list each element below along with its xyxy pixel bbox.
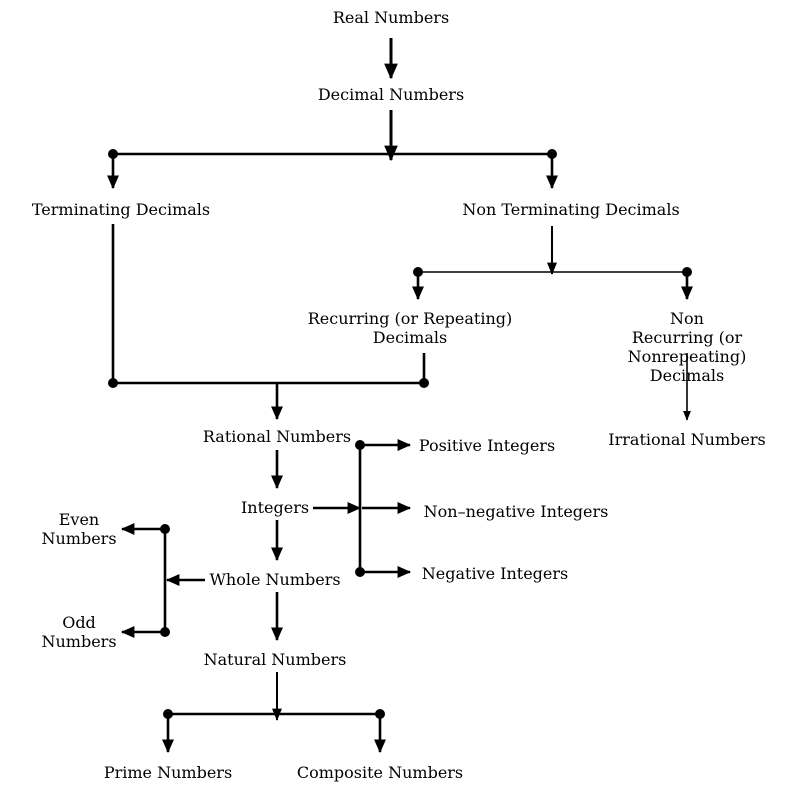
junction-dot-parity-bottom — [160, 627, 170, 637]
junction-dot-sign-top — [355, 440, 365, 450]
node-non-recurring-decimals: Non Recurring (or Nonrepeating) Decimals — [627, 309, 747, 385]
junction-dot-split2-left — [413, 267, 423, 277]
node-recurring-decimals: Recurring (or Repeating) Decimals — [307, 309, 513, 347]
node-real-numbers: Real Numbers — [332, 8, 450, 27]
junction-dot-parity-top — [160, 524, 170, 534]
node-rational-numbers: Rational Numbers — [202, 427, 352, 446]
node-even-numbers: Even Numbers — [41, 510, 117, 548]
junction-dots — [108, 149, 692, 719]
node-odd-numbers: Odd Numbers — [41, 613, 117, 651]
junction-dot-sign-bottom — [355, 567, 365, 577]
junction-dot-merge-left — [108, 378, 118, 388]
node-integers: Integers — [240, 498, 310, 517]
node-non-terminating-decimals: Non Terminating Decimals — [462, 200, 680, 219]
node-positive-integers: Positive Integers — [418, 436, 556, 455]
node-irrational-numbers: Irrational Numbers — [608, 430, 766, 449]
node-negative-integers: Negative Integers — [421, 564, 569, 583]
node-composite-numbers: Composite Numbers — [296, 763, 464, 782]
junction-dot-bottom-right — [375, 709, 385, 719]
node-terminating-decimals: Terminating Decimals — [31, 200, 211, 219]
junction-dot-split1-left — [108, 149, 118, 159]
junction-dot-split1-right — [547, 149, 557, 159]
junction-dot-merge-right — [419, 378, 429, 388]
node-prime-numbers: Prime Numbers — [103, 763, 233, 782]
node-natural-numbers: Natural Numbers — [203, 650, 347, 669]
node-decimal-numbers: Decimal Numbers — [317, 85, 465, 104]
junction-dot-split2-right — [682, 267, 692, 277]
node-non-negative-integers: Non–negative Integers — [423, 502, 609, 521]
junction-dot-bottom-left — [163, 709, 173, 719]
node-whole-numbers: Whole Numbers — [209, 570, 341, 589]
